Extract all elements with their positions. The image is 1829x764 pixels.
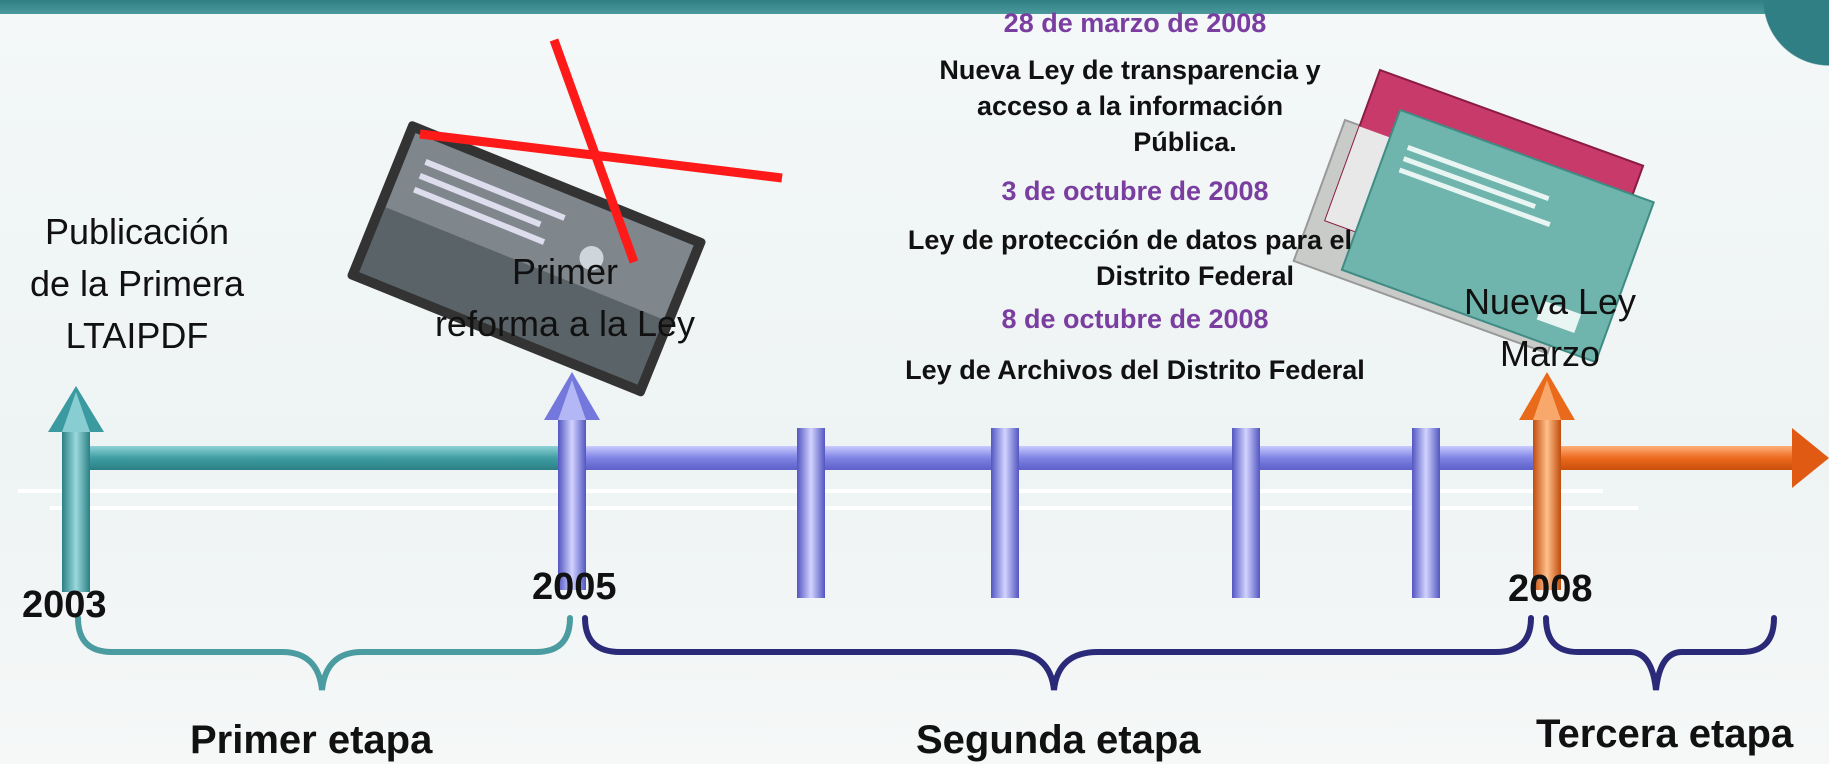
reflection-line [50, 506, 1638, 510]
stage-primer: Primer etapa [190, 718, 433, 762]
event-date: 28 de marzo de 2008 [1003, 8, 1267, 38]
timeline-segment-orange [1536, 446, 1794, 470]
event-date: 8 de octubre de 2008 [1001, 304, 1269, 334]
cross-out-line [549, 38, 639, 264]
top-banner [0, 0, 1829, 14]
timeline-tick [1232, 428, 1260, 598]
milestone-line: Publicación [44, 211, 230, 252]
new-law-books-image [1292, 68, 1655, 364]
milestone-line: reforma a la Ley [434, 303, 696, 344]
milestone-publication: Publicación de la Primera LTAIPDF [2, 206, 272, 362]
milestone-new-law: Nueva Ley Marzo [1430, 276, 1670, 380]
stage-segunda: Segunda etapa [916, 718, 1201, 762]
event-law-line: Pública. [1133, 127, 1237, 157]
event-law-line: acceso a la información [976, 91, 1284, 121]
stage-tercera: Tercera etapa [1536, 712, 1794, 756]
old-law-book-image [347, 121, 706, 397]
timeline-segment-violet [576, 446, 1536, 470]
arrow-2005 [544, 372, 600, 590]
event-law-line: Ley de Archivos del Distrito Federal [905, 355, 1365, 385]
milestone-line: Marzo [1499, 333, 1601, 374]
milestone-reform: Primer reforma a la Ley [400, 246, 730, 350]
event-law-line: Ley de protección de datos para el [907, 225, 1353, 255]
milestone-line: de la Primera [29, 263, 245, 304]
year-2008: 2008 [1508, 568, 1593, 610]
event-law-line: Nueva Ley de transparencia y [939, 55, 1321, 85]
brace-primer-etapa [75, 615, 573, 691]
milestone-line: LTAIPDF [65, 315, 209, 356]
cross-out-line [419, 129, 783, 183]
brace-tercera-etapa [1543, 615, 1777, 691]
event-law: Nueva Ley de transparencia y acceso a la… [880, 52, 1380, 160]
milestone-line: Nueva Ley [1463, 281, 1637, 322]
milestone-line: Primer [512, 251, 618, 292]
brace-segunda-etapa [582, 615, 1534, 691]
year-2003: 2003 [22, 584, 107, 626]
event-law-line: Distrito Federal [1095, 261, 1295, 291]
arrow-2003 [48, 386, 104, 592]
event-law: Ley de Archivos del Distrito Federal [840, 352, 1430, 388]
timeline-tick [991, 428, 1019, 598]
corner-decoration [1719, 0, 1829, 70]
year-2005: 2005 [532, 566, 617, 608]
arrow-2008 [1519, 372, 1575, 590]
event-law: Ley de protección de datos para el Distr… [850, 222, 1410, 294]
timeline-tick [1412, 428, 1440, 598]
timeline-segment-teal [76, 446, 576, 470]
timeline-tick [797, 428, 825, 598]
timeline-arrowhead [1792, 428, 1829, 488]
event-date: 3 de octubre de 2008 [1001, 176, 1269, 206]
